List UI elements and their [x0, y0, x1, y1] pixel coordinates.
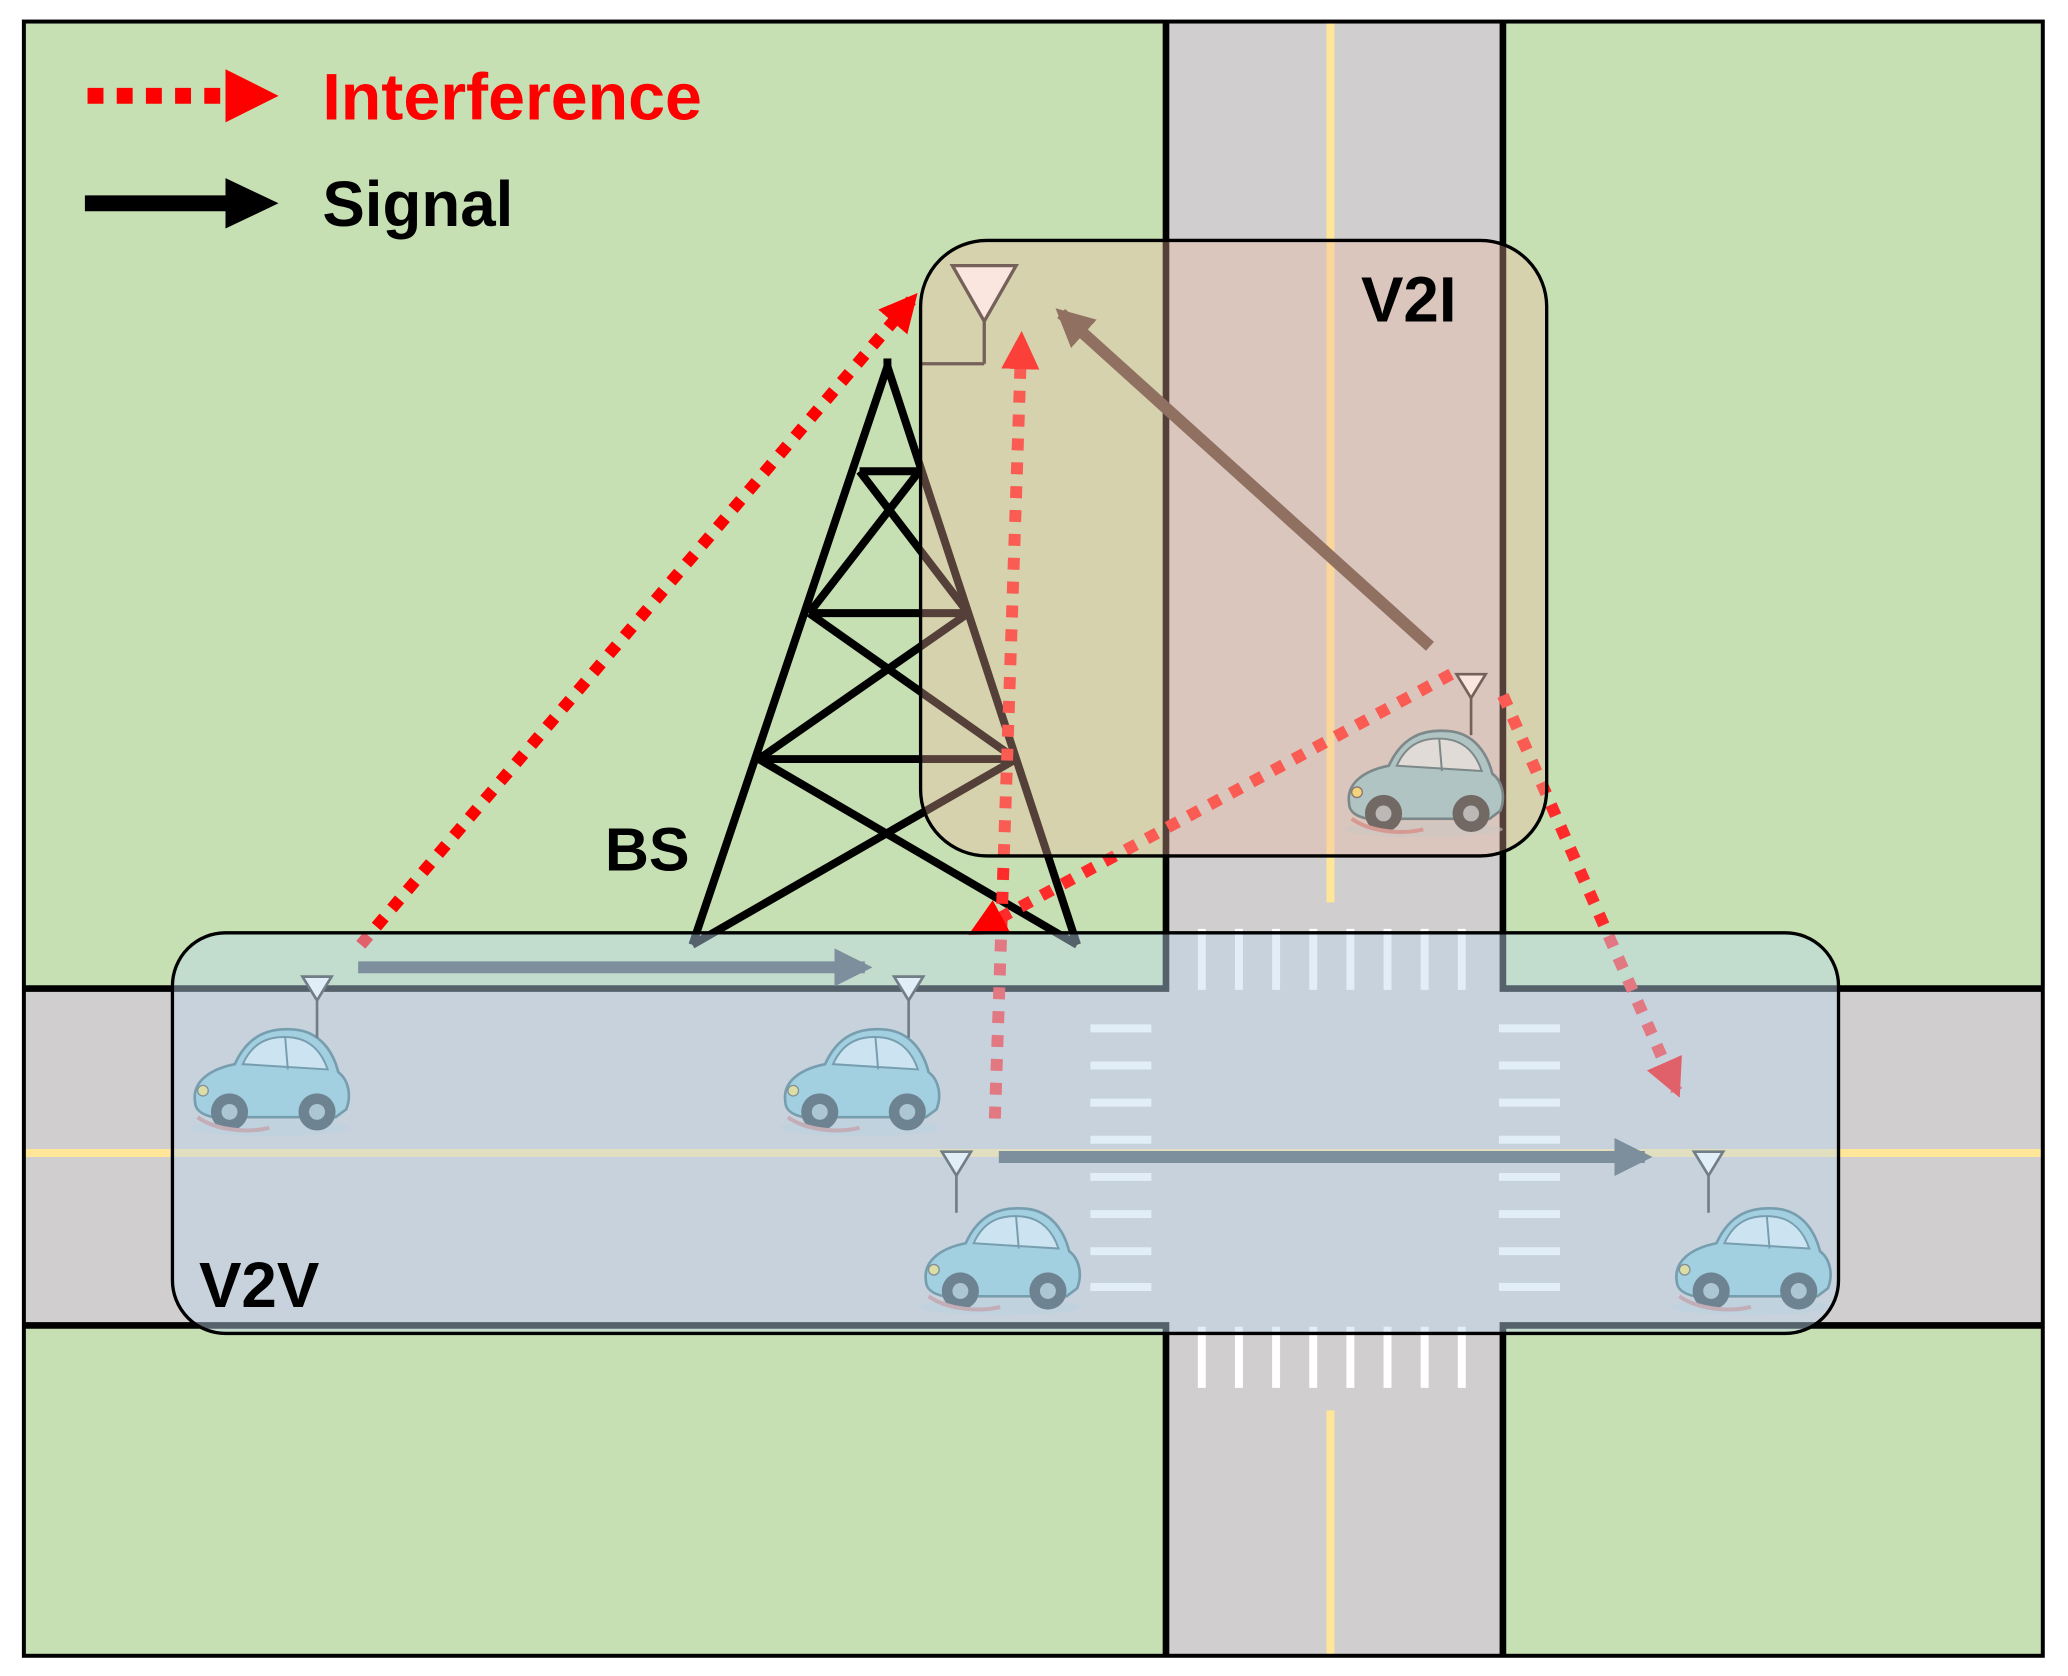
interference-arrow-v2i-to-v2v-rx: [1497, 692, 1683, 1098]
v2v-zone: [170, 931, 1841, 1336]
crosswalk-east: [1498, 1024, 1560, 1291]
v2v-zone-label: V2V: [199, 1250, 320, 1321]
legend-signal-label: Signal: [322, 169, 513, 240]
legend: Interference Signal: [84, 61, 702, 240]
crosswalk-north: [1197, 928, 1466, 990]
crosswalk-west: [1090, 1024, 1152, 1291]
interference-arrow-v2v2-to-bs: [988, 330, 1040, 1119]
road-edges: [23, 21, 2043, 1656]
legend-interference-label: Interference: [322, 61, 702, 135]
base-station-tower-icon: [688, 358, 1081, 949]
legend-interference-arrowhead: [225, 69, 279, 123]
bs-antenna-icon: [920, 263, 1019, 366]
v2i-zone-label: V2I: [1361, 264, 1457, 335]
legend-signal-arrowhead: [225, 178, 279, 229]
v2i-signal-arrow: [1055, 308, 1434, 651]
grass-background: [23, 21, 2043, 1656]
bs-label: BS: [605, 815, 690, 883]
crosswalk-south: [1197, 1326, 1466, 1388]
map-frame: [21, 19, 2045, 1658]
interference-arrow-v2i-to-v2v: [968, 668, 1455, 937]
v2i-zone: [918, 238, 1549, 858]
